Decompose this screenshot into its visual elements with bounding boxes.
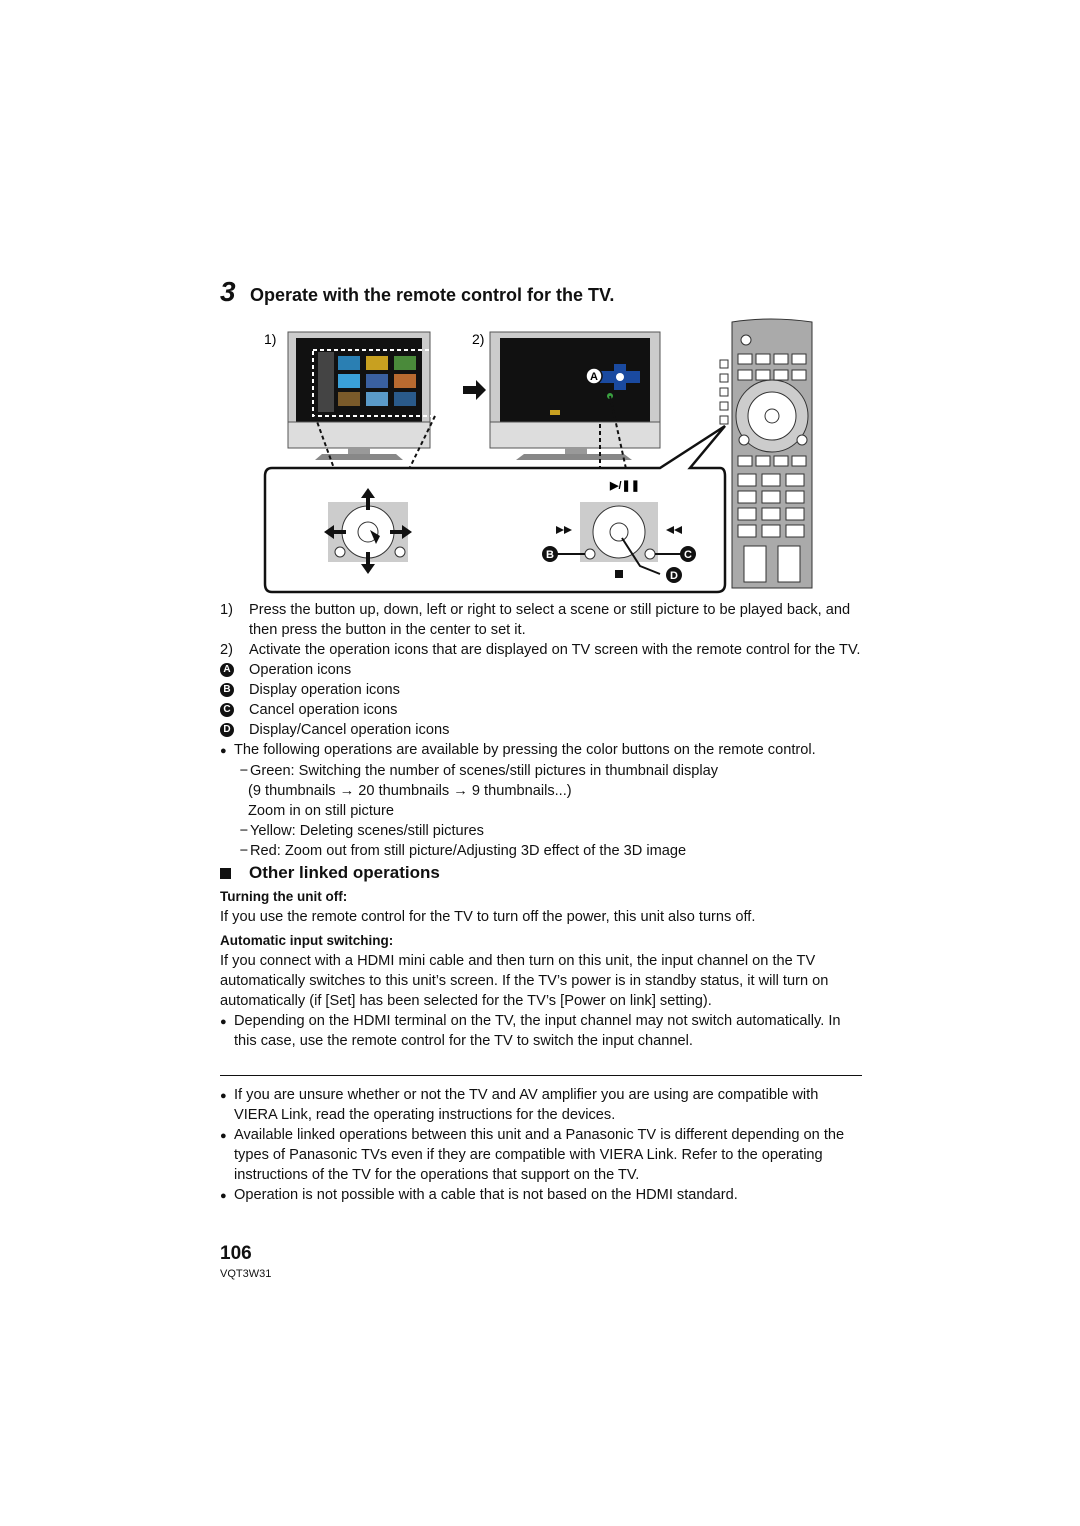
bullet-icon: ● (220, 1130, 227, 1142)
dash-item: − Red: Zoom out from still picture/Adjus… (220, 841, 865, 861)
tv-screen-2 (489, 331, 661, 460)
note-text: Operation is not possible with a cable t… (234, 1187, 738, 1203)
legend-text: Display/Cancel operation icons (249, 722, 450, 738)
bullet-icon: ● (220, 1090, 227, 1102)
note-text: Available linked operations between this… (234, 1127, 845, 1183)
turning-off-heading: Turning the unit off: (220, 889, 348, 904)
dash-item: − Green: Switching the number of scenes/… (220, 761, 865, 781)
legend-key: B (220, 683, 234, 697)
tv-remote-illustration: 1) 2) (263, 318, 813, 594)
legend-key: D (220, 723, 234, 737)
section-heading: Other linked operations (220, 863, 865, 883)
callout-d: D (670, 570, 678, 582)
green-item: Green: Switching the number of scenes/st… (250, 763, 719, 779)
legend-item: A Operation icons (220, 660, 865, 680)
note-item: ● Operation is not possible with a cable… (220, 1185, 865, 1206)
tv-screen-1 (287, 331, 436, 460)
list-text: Activate the operation icons that are di… (249, 642, 861, 658)
right-arrow-icon (463, 380, 486, 400)
legend-text: Display operation icons (249, 682, 400, 698)
callout-d-icon (666, 567, 682, 583)
list-item: 1) Press the button up, down, left or ri… (220, 600, 865, 640)
dash-icon: − (239, 843, 248, 859)
section-title: Other linked operations (249, 863, 440, 882)
square-bullet-icon (220, 867, 231, 879)
figure-label-1: 1) (264, 331, 276, 347)
green-zoom: Zoom in on still picture (248, 803, 394, 819)
bullet-icon: ● (220, 1190, 227, 1202)
callout-a: A (590, 371, 598, 383)
color-note: The following operations are available b… (234, 742, 816, 758)
figure-label-2: 2) (472, 331, 484, 347)
callout-a-icon (585, 367, 603, 385)
callout-b-icon (542, 546, 558, 562)
red-item: Red: Zoom out from still picture/Adjusti… (250, 843, 687, 859)
legend-text: Operation icons (249, 662, 352, 678)
note-item: ● If you are unsure whether or not the T… (220, 1085, 865, 1125)
notes: ● If you are unsure whether or not the T… (220, 1085, 865, 1206)
remote-dpad-zoom-1 (324, 488, 412, 574)
bullet-item: ● The following operations are available… (220, 740, 865, 761)
list-number: 1) (220, 602, 233, 618)
dash-item: − Yellow: Deleting scenes/still pictures (220, 821, 865, 841)
note-item: ● Available linked operations between th… (220, 1125, 865, 1185)
auto-input-heading: Automatic input switching: (220, 933, 394, 948)
note-text: If you are unsure whether or not the TV … (234, 1087, 819, 1123)
document-code: VQT3W31 (220, 1268, 272, 1280)
tv-remote-control (719, 318, 813, 589)
yellow-item: Yellow: Deleting scenes/still pictures (250, 823, 484, 839)
legend-item: C Cancel operation icons (220, 700, 865, 720)
list-text: Press the button up, down, left or right… (249, 602, 851, 638)
dash-icon: − (239, 763, 248, 779)
list-number: 2) (220, 642, 233, 658)
callout-b: B (546, 549, 554, 561)
callout-c: C (684, 549, 692, 561)
legend-key: A (220, 663, 234, 677)
green-detail: (9 thumbnails → 20 thumbnails → 9 thumbn… (248, 783, 572, 799)
turning-off-text: If you use the remote control for the TV… (220, 909, 756, 925)
instructions: 1) Press the button up, down, left or ri… (220, 600, 865, 1051)
step-number: 3 (220, 276, 236, 307)
legend-text: Cancel operation icons (249, 702, 398, 718)
step-title: Operate with the remote control for the … (250, 285, 615, 305)
operation-icons (600, 364, 640, 390)
bullet-icon: ● (220, 1016, 227, 1028)
divider (220, 1075, 862, 1076)
auto-input-text: If you connect with a HDMI mini cable an… (220, 953, 829, 1009)
legend-key: C (220, 703, 234, 717)
legend-item: B Display operation icons (220, 680, 865, 700)
auto-input-bullet: Depending on the HDMI terminal on the TV… (234, 1013, 841, 1049)
list-item: 2) Activate the operation icons that are… (220, 640, 865, 660)
bullet-item: ● Depending on the HDMI terminal on the … (220, 1011, 865, 1051)
legend-item: D Display/Cancel operation icons (220, 720, 865, 740)
page-number: 106 (220, 1243, 252, 1264)
callout-c-icon (680, 546, 696, 562)
bullet-icon: ● (220, 745, 227, 757)
dash-icon: − (239, 823, 248, 839)
play-pause-symbol: ▶/❚❚ (609, 480, 640, 492)
remote-dpad-zoom-2 (556, 502, 682, 578)
step-heading: 3 Operate with the remote control for th… (220, 276, 614, 308)
thumbnail-grid (318, 352, 416, 412)
